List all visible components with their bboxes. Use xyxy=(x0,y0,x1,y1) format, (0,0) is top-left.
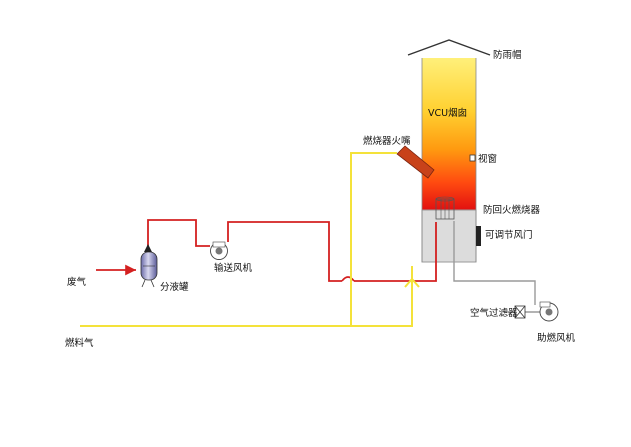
waste-gas-line xyxy=(96,219,437,282)
air-filter-label: 空气过滤器 xyxy=(470,307,518,319)
damper-label: 可调节风门 xyxy=(485,229,533,241)
burner-nozzle-label: 燃烧器火嘴 xyxy=(363,135,411,147)
sight-window-label: 视窗 xyxy=(478,153,497,165)
rain-cap-label: 防雨帽 xyxy=(493,49,522,61)
damper-icon[interactable] xyxy=(476,226,481,246)
separator-tank-label: 分液罐 xyxy=(160,281,189,293)
burner-nozzle-icon xyxy=(396,145,435,179)
transfer-fan-label: 输送风机 xyxy=(214,262,253,274)
air-filter-icon xyxy=(514,305,526,319)
fuel-arrow-icon xyxy=(404,277,420,288)
fuel-gas-line xyxy=(80,152,413,327)
vcu-stack xyxy=(422,58,476,210)
waste-gas-label: 废气 xyxy=(67,276,87,288)
flame-arrestor-icon xyxy=(435,196,455,220)
rain-cap-icon xyxy=(407,39,491,56)
fuel-gas-label: 燃料气 xyxy=(65,337,94,349)
vcu-stack-label: VCU烟囱 xyxy=(428,107,467,119)
flame-arrestor-label: 防回火燃烧器 xyxy=(483,204,541,216)
combustion-fan-icon xyxy=(539,301,559,322)
separator-tank-icon xyxy=(140,244,158,288)
combustion-fan-label: 助燃风机 xyxy=(537,332,576,344)
sight-window-icon xyxy=(469,154,476,162)
transfer-fan-icon xyxy=(210,241,228,260)
